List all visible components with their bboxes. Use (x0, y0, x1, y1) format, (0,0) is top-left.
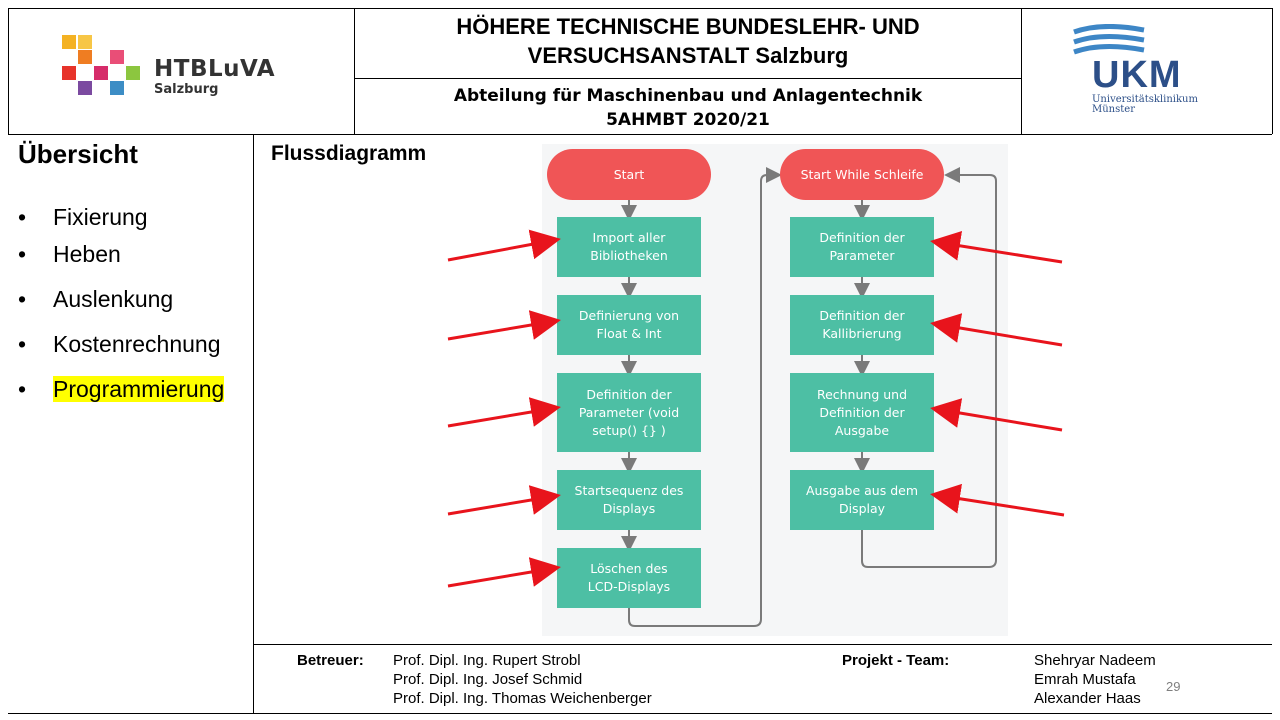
red-arrow-left-2 (447, 310, 561, 341)
bullet-icon: • (18, 376, 27, 402)
flow-step-text: Definition der (819, 230, 905, 245)
flow-step-text: Löschen des (590, 561, 668, 576)
header-divider-left (354, 8, 355, 134)
header-divider-right (1021, 8, 1022, 134)
flow-step-text: Parameter (void (578, 404, 680, 420)
frame-bottom (8, 713, 1272, 714)
sidebar-item-label: Kostenrechnung (53, 331, 221, 357)
flow-step-text: Displays (602, 501, 656, 516)
team-label: Projekt - Team: (842, 652, 950, 669)
flow-step-text: Definition der (819, 404, 905, 420)
flow-step-text: Rechnung und (816, 386, 908, 402)
red-arrow-left-1 (447, 229, 561, 262)
red-arrow-left-3 (447, 397, 561, 428)
team-member-name: Emrah Mustafa (1034, 671, 1136, 688)
flow-step-text: Parameter (829, 248, 895, 263)
flow-step-text: Startsequenz des (574, 483, 684, 498)
sidebar-item-auslenkung[interactable]: • Auslenkung (18, 286, 173, 313)
bullet-icon: • (18, 331, 27, 357)
department-title: Abteilung für Maschinenbau und Anlagente… (356, 84, 1020, 132)
frame-right (1272, 8, 1273, 134)
sidebar-item-label: Auslenkung (53, 286, 174, 312)
red-arrow-left-4 (447, 485, 561, 516)
department-title-line1: Abteilung für Maschinenbau und Anlagente… (453, 86, 923, 106)
footer-divider (253, 644, 1272, 645)
sidebar-item-label: Fixierung (53, 204, 148, 230)
sidebar-title: Übersicht (18, 139, 138, 169)
flow-step-text: Definition der (586, 386, 672, 402)
supervisor-name: Prof. Dipl. Ing. Josef Schmid (393, 671, 583, 688)
team-member-name: Alexander Haas (1034, 690, 1141, 707)
flow-step-text: Definierung von (578, 308, 680, 323)
flow-step-text: Bibliotheken (590, 248, 668, 263)
flowchart-title: Flussdiagramm (271, 142, 427, 165)
sidebar-item-fixierung[interactable]: • Fixierung (18, 204, 148, 231)
sidebar-item-kostenrechnung[interactable]: • Kostenrechnung (18, 331, 221, 358)
sidebar-item-label-active: Programmierung (53, 376, 225, 402)
flow-loop-start-pill: Start While Schleife (780, 149, 944, 200)
htbluva-logo-text: HTBLuVA Salzburg (154, 56, 275, 98)
frame-top (8, 8, 1272, 9)
red-arrow-left-5 (447, 557, 561, 588)
ukm-logo-name: UKM (1092, 54, 1182, 96)
flow-step-text: Import aller (592, 230, 666, 245)
department-title-line2: 5AHMBT 2020/21 (606, 110, 770, 130)
connector-to-loop (628, 167, 782, 627)
flow-step-text: Display (838, 501, 886, 516)
school-title-line1: HÖHERE TECHNISCHE BUNDESLEHR- UND (456, 14, 920, 39)
page-number: 29 (1166, 679, 1181, 694)
supervisors-label: Betreuer: (297, 652, 364, 669)
school-title-line2: VERSUCHSANSTALT Salzburg (527, 43, 849, 68)
supervisor-name: Prof. Dipl. Ing. Thomas Weichenberger (393, 690, 652, 707)
sidebar-item-programmierung[interactable]: • Programmierung (18, 376, 225, 403)
ukm-logo-sub-line2: Münster (1092, 104, 1135, 115)
sidebar-item-heben[interactable]: • Heben (18, 241, 121, 268)
ukm-logo-sub-line1: Universitätsklinikum (1092, 94, 1198, 105)
frame-header-bottom (8, 134, 1272, 135)
flow-step-text: Float & Int (596, 326, 662, 341)
flow-start-pill: Start (547, 149, 711, 200)
bullet-icon: • (18, 241, 27, 267)
htbluva-logo-name: HTBLuVA (154, 56, 276, 82)
header-title-divider (354, 78, 1021, 79)
connector-loop-back (861, 167, 997, 568)
bullet-icon: • (18, 204, 27, 230)
flow-step-text: LCD-Displays (587, 579, 671, 594)
sidebar-divider (253, 134, 254, 713)
ukm-logo-text: UKM Universitätsklinikum Münster (1092, 55, 1198, 115)
red-arrow-right-1 (930, 230, 1063, 264)
frame-left (8, 8, 9, 134)
team-member-name: Shehryar Nadeem (1034, 652, 1156, 669)
red-arrow-right-4 (930, 483, 1065, 517)
sidebar-item-label: Heben (53, 241, 121, 267)
htbluva-logo-mark (62, 35, 140, 95)
flow-step-text: Ausgabe aus dem (805, 483, 919, 498)
red-arrow-right-3 (930, 398, 1063, 432)
bullet-icon: • (18, 286, 27, 312)
ukm-logo-waves (1073, 24, 1145, 55)
school-title: HÖHERE TECHNISCHE BUNDESLEHR- UND VERSUC… (356, 12, 1020, 70)
supervisors-list: Prof. Dipl. Ing. Rupert Strobl Prof. Dip… (393, 651, 652, 708)
supervisor-name: Prof. Dipl. Ing. Rupert Strobl (393, 652, 581, 669)
flow-step-text: Kallibrierung (822, 326, 902, 341)
flow-step-text: setup() {} ) (592, 422, 666, 438)
flow-step-text: Ausgabe (834, 422, 890, 438)
red-arrow-right-2 (930, 313, 1063, 347)
team-list: Shehryar Nadeem Emrah Mustafa Alexander … (1034, 651, 1156, 708)
htbluva-logo-city: Salzburg (154, 82, 219, 97)
flow-step-text: Definition der (819, 308, 905, 323)
